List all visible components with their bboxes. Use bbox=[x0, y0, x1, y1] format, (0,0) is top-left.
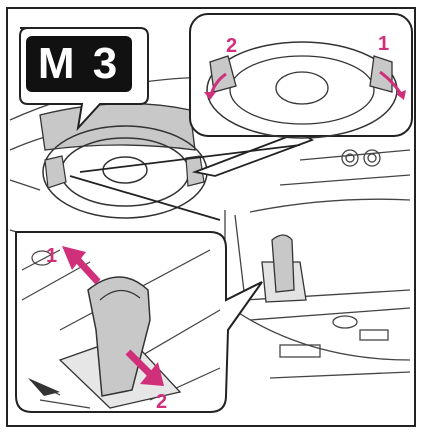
paddle-right-number: 1 bbox=[378, 34, 389, 54]
shifter-down-number: 2 bbox=[156, 392, 167, 412]
mode-badge: M 3 bbox=[26, 36, 132, 92]
mode-badge-text: M 3 bbox=[38, 42, 120, 86]
paddle-left-number: 2 bbox=[226, 36, 237, 56]
paddle-left-main bbox=[45, 156, 66, 188]
shifter-up-number: 1 bbox=[46, 246, 57, 266]
